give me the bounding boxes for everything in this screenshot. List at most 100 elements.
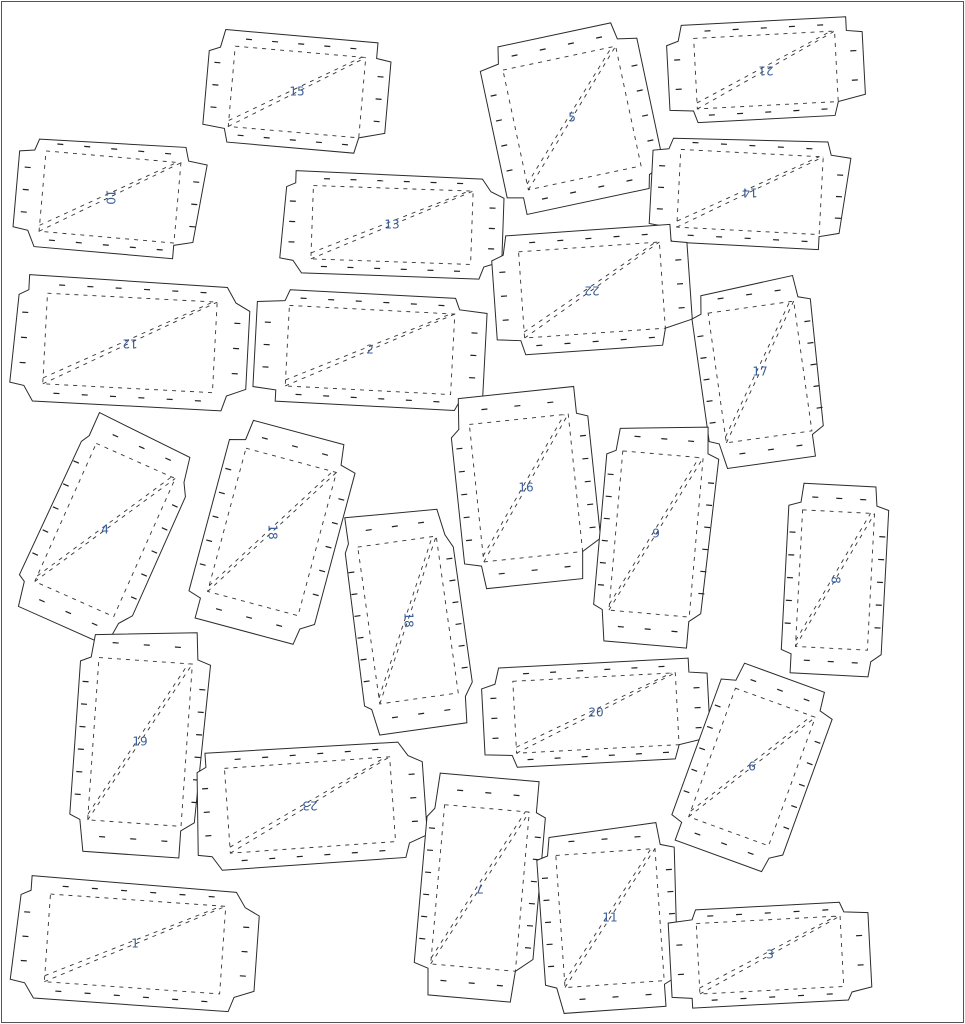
piece-outline (12, 138, 208, 260)
edge-tick (423, 893, 430, 896)
edge-tick (421, 915, 428, 918)
edge-tick (375, 98, 382, 100)
edge-tick (38, 599, 45, 603)
piece-number-label: 13 (384, 218, 399, 232)
piece-number-label: 11 (602, 911, 617, 925)
edge-tick (626, 179, 633, 182)
edge-tick (351, 593, 358, 596)
edge-tick (75, 241, 82, 244)
pattern-piece-19: 19 (69, 632, 212, 859)
edge-tick (456, 447, 463, 450)
edge-tick (774, 289, 781, 292)
edge-tick (598, 185, 605, 188)
edge-tick (418, 712, 425, 715)
edge-tick (348, 571, 355, 574)
piece-outline (593, 426, 720, 649)
fold-rectangle (42, 292, 218, 394)
piece-number-label: 4 (101, 523, 109, 537)
fold-rectangle (468, 413, 584, 563)
edge-tick (688, 440, 695, 443)
fold-rectangle (502, 45, 642, 191)
edge-tick (373, 120, 380, 123)
fold-rectangle (284, 304, 456, 396)
pattern-piece-18b: 18 (344, 508, 473, 736)
pattern-piece-15: 15 (202, 29, 392, 154)
piece-outline (536, 822, 679, 1014)
edge-tick (709, 421, 716, 424)
edge-tick (791, 804, 798, 809)
edge-tick (704, 526, 711, 529)
fold-rectangle (357, 535, 459, 705)
piece-number-label: 12 (122, 337, 137, 351)
edge-tick (20, 211, 27, 213)
piece-number-label: 3 (766, 948, 774, 962)
edge-tick (272, 40, 279, 43)
fold-diagonal (430, 811, 530, 965)
edge-tick (501, 144, 508, 147)
edge-tick (595, 36, 603, 39)
edge-tick (446, 557, 453, 560)
edge-tick (582, 457, 589, 460)
edge-tick (671, 630, 678, 633)
fold-rectangle (688, 687, 816, 847)
edge-tick (130, 596, 137, 600)
edge-tick (634, 435, 641, 438)
edge-tick (212, 84, 219, 86)
edge-tick (199, 563, 206, 566)
piece-outline (671, 662, 833, 873)
edge-tick (461, 666, 468, 669)
edge-tick (481, 408, 488, 411)
edge-tick (607, 473, 614, 476)
edge-tick (161, 527, 168, 531)
edge-tick (506, 169, 513, 172)
edge-tick (206, 539, 213, 543)
edge-tick (708, 482, 715, 484)
edge-tick (513, 794, 520, 797)
pattern-piece-21: 21 (666, 16, 866, 124)
edge-tick (42, 529, 49, 533)
edge-tick (700, 570, 707, 573)
piece-outline (666, 16, 866, 124)
edge-tick (539, 48, 546, 51)
fold-rectangle (223, 756, 397, 854)
fold-diagonal (699, 915, 841, 995)
fold-diagonal (44, 905, 226, 983)
piece-outline (780, 482, 890, 678)
edge-tick (804, 320, 811, 323)
edge-tick (468, 982, 475, 984)
edge-tick (458, 470, 465, 473)
fold-rectangle (430, 804, 530, 972)
edge-tick (798, 783, 805, 787)
piece-outline (667, 901, 873, 1009)
fold-diagonal (228, 56, 366, 127)
edge-tick (426, 849, 434, 852)
fold-rectangle (207, 447, 337, 617)
edge-tick (151, 550, 158, 554)
fold-diagonal (378, 535, 437, 705)
edge-tick (531, 569, 538, 572)
edge-tick (62, 483, 69, 487)
edge-tick (697, 335, 704, 338)
edge-tick (360, 658, 367, 661)
fold-diagonal (795, 513, 875, 647)
fold-rectangle (512, 672, 680, 754)
pattern-piece-1: 1 (9, 875, 260, 1013)
edge-tick (57, 143, 64, 146)
edge-tick (338, 498, 345, 501)
piece-outline (202, 29, 392, 154)
edge-tick (528, 902, 535, 905)
edge-tick (803, 698, 810, 702)
fold-diagonal (516, 672, 676, 754)
pattern-piece-4: 4 (17, 411, 191, 647)
edge-tick (291, 445, 298, 448)
pattern-piece-11: 11 (536, 822, 679, 1014)
edge-tick (212, 515, 219, 519)
edge-tick (452, 601, 459, 604)
edge-tick (214, 61, 221, 64)
edge-tick (419, 937, 426, 940)
piece-number-label: 16 (518, 481, 533, 495)
edge-tick (324, 45, 331, 48)
edge-tick (225, 467, 232, 471)
edge-tick (458, 644, 465, 647)
edge-tick (165, 457, 172, 461)
